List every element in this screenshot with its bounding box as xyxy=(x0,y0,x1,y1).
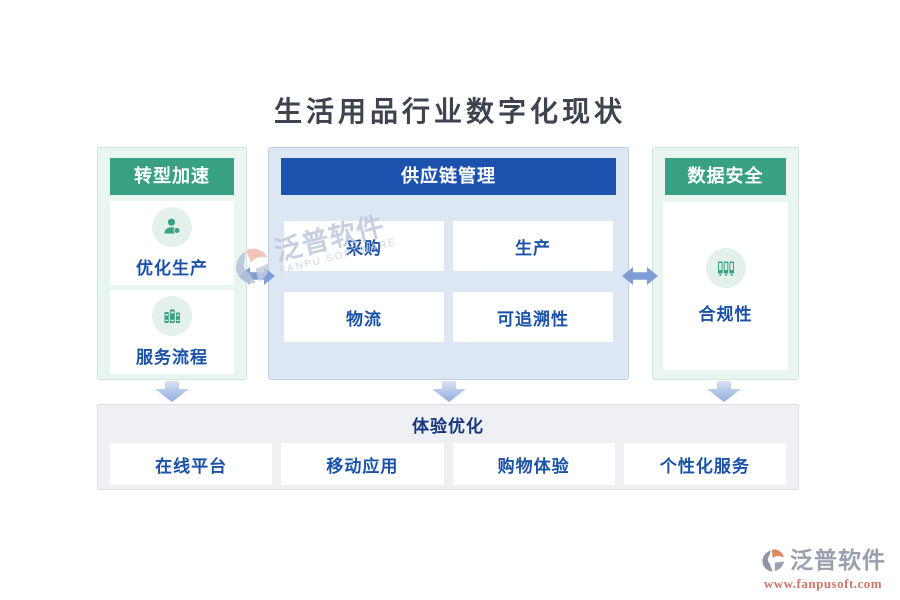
card-label: 移动应用 xyxy=(326,456,399,476)
panel-experience-header: 体验优化 xyxy=(412,417,484,436)
card-online-platform: 在线平台 xyxy=(110,443,273,485)
watermark-url: www.fanpusoft.com xyxy=(763,576,883,591)
person-badge-icon xyxy=(152,207,192,247)
panel-transformation-header: 转型加速 xyxy=(110,158,234,195)
down-arrow-icon xyxy=(155,381,189,402)
card-procurement: 采购 xyxy=(284,221,444,271)
card-label: 物流 xyxy=(346,309,382,329)
card-compliance: 合规性 xyxy=(663,202,788,370)
double-arrow-icon xyxy=(622,267,658,285)
card-optimize-production: 优化生产 xyxy=(110,201,234,285)
watermark-corner: 泛普软件 www.fanpusoft.com xyxy=(760,547,886,590)
binders-icon xyxy=(705,247,746,288)
card-personalized-service: 个性化服务 xyxy=(623,443,786,485)
card-label: 在线平台 xyxy=(155,456,228,476)
card-label: 服务流程 xyxy=(136,348,208,367)
card-service-process: 服务流程 xyxy=(110,290,234,374)
card-traceability: 可追溯性 xyxy=(453,292,613,342)
card-label: 采购 xyxy=(346,238,382,258)
panel-experience: 体验优化 在线平台 移动应用 购物体验 个性化服务 xyxy=(97,404,799,490)
books-icon xyxy=(152,296,192,336)
card-label: 购物体验 xyxy=(497,456,570,476)
down-arrow-icon xyxy=(432,381,466,402)
watermark-brand: 泛普软件 xyxy=(790,548,886,573)
down-arrow-icon xyxy=(707,381,741,402)
panel-supply-chain: 供应链管理 采购 生产 物流 可追溯性 xyxy=(268,147,629,380)
card-label: 合规性 xyxy=(698,304,753,324)
panel-transformation: 转型加速 优化生产 xyxy=(97,147,247,380)
page-title: 生活用品行业数字化现状 xyxy=(273,97,626,128)
double-arrow-icon xyxy=(239,267,275,285)
card-label: 个性化服务 xyxy=(659,456,750,476)
fanpu-logo-icon xyxy=(762,549,785,572)
card-label: 优化生产 xyxy=(136,259,208,278)
card-shopping-experience: 购物体验 xyxy=(452,443,615,485)
panel-supply-chain-header: 供应链管理 xyxy=(281,158,616,195)
card-mobile-app: 移动应用 xyxy=(281,443,444,485)
panel-data-security-header: 数据安全 xyxy=(665,158,786,195)
card-label: 生产 xyxy=(515,238,551,258)
card-label: 可追溯性 xyxy=(497,309,569,329)
panel-data-security: 数据安全 合规性 xyxy=(652,147,799,380)
card-logistics: 物流 xyxy=(284,292,444,342)
card-production: 生产 xyxy=(453,221,613,271)
